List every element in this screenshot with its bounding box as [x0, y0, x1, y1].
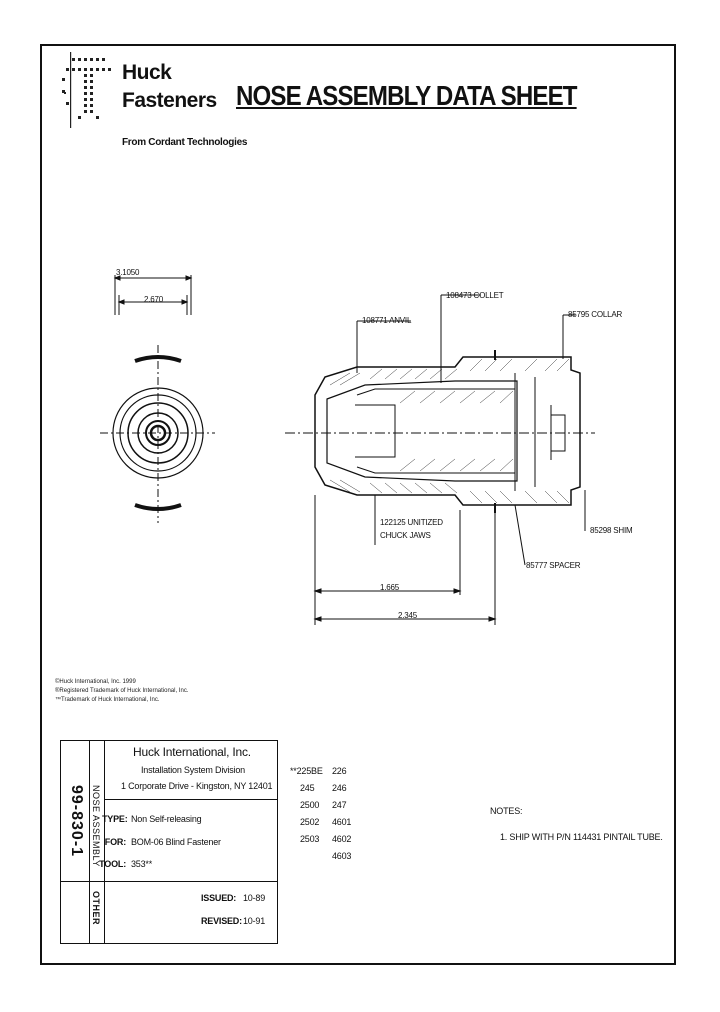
- brand-tagline: From Cordant Technologies: [122, 137, 248, 148]
- title-block-divider-1: [104, 799, 277, 800]
- label-chuck-jaws-2: CHUCK JAWS: [380, 531, 431, 540]
- tool-row-3-col-2: 247: [332, 800, 347, 810]
- tool-row-3-col-1: 2500: [300, 800, 320, 810]
- label-spacer: 85777 SPACER: [526, 561, 581, 570]
- for-label: FOR:: [104, 837, 126, 847]
- dim-length-1: 1.665: [380, 583, 400, 592]
- tool-row-5-col-1: 2503: [300, 834, 320, 844]
- doc-name: NOSE ASSEMBLY: [91, 785, 101, 867]
- tool-row-5-col-2: 4602: [332, 834, 352, 844]
- brand-name-line2: Fasteners: [122, 89, 217, 112]
- issued-value: 10-89: [243, 893, 266, 903]
- tool-row-1-col-2: 226: [332, 766, 347, 776]
- title-block-col-number: [61, 741, 90, 943]
- for-value: BOM-06 Blind Fastener: [131, 837, 221, 847]
- revised-label: REVISED:: [201, 916, 242, 926]
- tool-row-2-col-2: 246: [332, 783, 347, 793]
- company-address: 1 Corporate Drive - Kingston, NY 12401: [121, 781, 273, 791]
- tool-row-1-col-1: **225BE: [290, 766, 323, 776]
- notice-copyright: ©Huck International, Inc. 1999: [55, 679, 136, 685]
- title-block-divider-2: [104, 881, 277, 882]
- label-collar: 85795 COLLAR: [568, 310, 623, 319]
- label-chuck-jaws-1: 122125 UNITIZED: [380, 518, 443, 527]
- doc-number: 99-830-1: [68, 785, 85, 858]
- page-title: NOSE ASSEMBLY DATA SHEET: [236, 80, 577, 111]
- revised-value: 10-91: [243, 916, 266, 926]
- type-value: Non Self-releasing: [131, 814, 202, 824]
- tool-row-2-col-1: 245: [300, 783, 315, 793]
- division-name: Installation System Division: [141, 765, 245, 775]
- tool-row-4-col-1: 2502: [300, 817, 320, 827]
- other-label: OTHER: [91, 891, 101, 925]
- section-view: [285, 294, 595, 625]
- issued-label: ISSUED:: [201, 893, 237, 903]
- notice-trademark: ™Trademark of Huck International, Inc.: [55, 697, 160, 703]
- notes-heading: NOTES:: [490, 806, 523, 816]
- brand-name-line1: Huck: [122, 61, 172, 84]
- company-name: Huck International, Inc.: [133, 745, 251, 759]
- sheet-border: [40, 44, 676, 965]
- tool-value: 353**: [131, 859, 153, 869]
- tool-row-4-col-2: 4601: [332, 817, 352, 827]
- notes-item-1: 1. SHIP WITH P/N 114431 PINTAIL TUBE.: [500, 832, 663, 842]
- dim-length-2: 2.345: [398, 611, 418, 620]
- title-block-col-name: [89, 741, 105, 943]
- front-view: [100, 275, 215, 523]
- title-block-divider-3: [61, 881, 104, 882]
- type-label: TYPE:: [102, 814, 128, 824]
- logo-dots: [62, 58, 111, 119]
- tool-row-6-col-2: 4603: [332, 851, 352, 861]
- technical-drawing: [100, 275, 595, 625]
- dim-inner-diameter: 2.670: [144, 295, 164, 304]
- huck-logo-mark: [62, 52, 111, 128]
- label-collet: 108473 COLLET: [446, 291, 504, 300]
- title-block: 99-830-1 NOSE ASSEMBLY OTHER Huck Intern…: [60, 740, 278, 944]
- label-anvil: 108771 ANVIL: [362, 316, 412, 325]
- label-shim: 85298 SHIM: [590, 526, 633, 535]
- dim-outer-diameter: 3.1050: [116, 268, 140, 277]
- tool-label: TOOL:: [99, 859, 126, 869]
- notice-registered: ®Registered Trademark of Huck Internatio…: [55, 688, 189, 694]
